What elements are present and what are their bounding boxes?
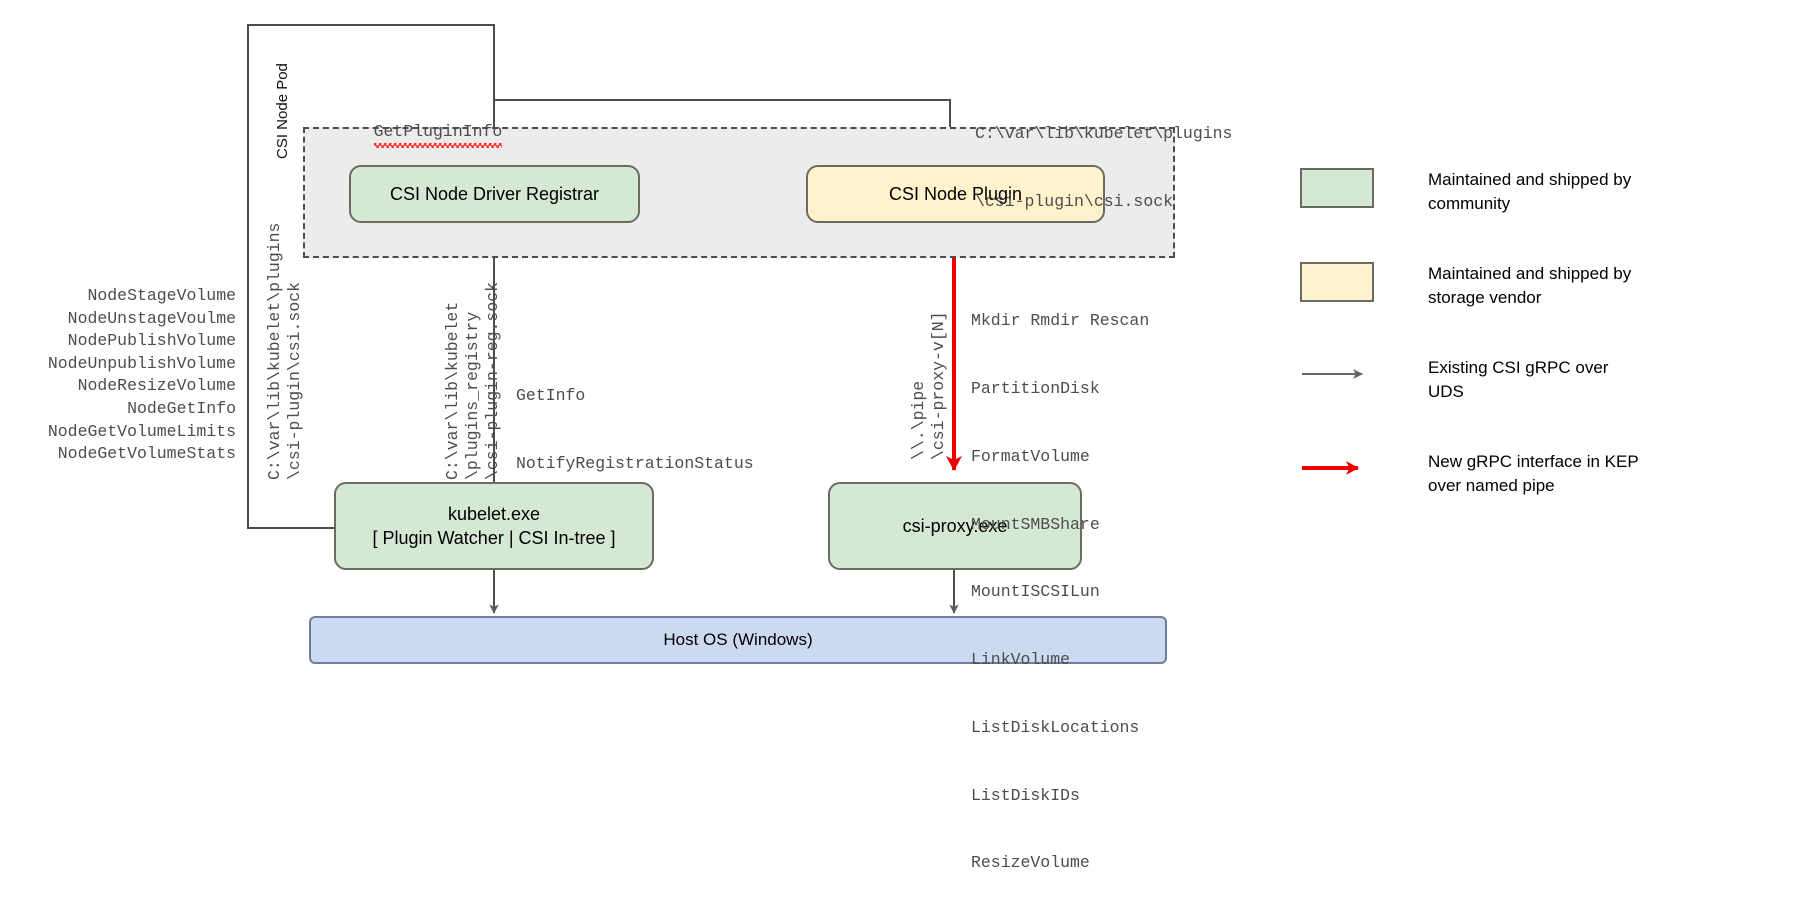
csi-sock-path-line1: C:\var\lib\kubelet\plugins bbox=[975, 124, 1233, 144]
legend-item-existing-grpc: Existing CSI gRPC over UDS bbox=[1300, 356, 1648, 403]
node-box-csi-proxy-exe[interactable]: csi-proxy.exe bbox=[828, 482, 1082, 570]
kubelet-exe-label: kubelet.exe bbox=[447, 503, 541, 524]
node-rpc-item: NodePublishVolume bbox=[67, 331, 236, 351]
csi-sock-path-annotation: C:\var\lib\kubelet\plugins \csi-plugin\c… bbox=[975, 78, 1232, 259]
legend-label-new-grpc: New gRPC interface in KEP over named pip… bbox=[1428, 452, 1639, 495]
gray-arrow-icon bbox=[1300, 356, 1374, 396]
legend-label-existing-grpc: Existing CSI gRPC over UDS bbox=[1428, 358, 1609, 401]
csi-proxy-rpc-item: PartitionDisk bbox=[971, 378, 1100, 398]
red-arrow-icon bbox=[1300, 450, 1374, 490]
node-rpc-item: NodeStageVolume bbox=[87, 286, 236, 305]
reg-sock-vertical-line1: C:\var\lib\kubelet bbox=[443, 301, 462, 480]
legend-item-new-grpc: New gRPC interface in KEP over named pip… bbox=[1300, 450, 1648, 497]
registration-rpc-list: GetInfo NotifyRegistrationStatus bbox=[516, 340, 754, 521]
node-box-kubelet-exe[interactable]: kubelet.exe [ Plugin Watcher | CSI In-tr… bbox=[334, 482, 654, 570]
csi-proxy-rpc-item: Mkdir Rmdir Rescan bbox=[971, 311, 1150, 331]
reg-sock-vertical-line3: \csi-plugin-reg.sock bbox=[483, 281, 502, 480]
registration-rpc-item: GetInfo bbox=[516, 386, 586, 406]
node-rpc-item: NodeGetVolumeLimits bbox=[47, 421, 236, 441]
csi-proxy-rpc-item: ResizeVolume bbox=[971, 853, 1090, 873]
node-rpc-item: NodeGetVolumeStats bbox=[57, 444, 236, 464]
legend-swatch-community-icon bbox=[1300, 168, 1374, 208]
csi-proxy-rpc-list: Mkdir Rmdir Rescan PartitionDisk FormatV… bbox=[971, 265, 1149, 920]
legend-label-community: Maintained and shipped by community bbox=[1428, 170, 1632, 213]
node-box-host-os[interactable]: Host OS (Windows) bbox=[309, 616, 1167, 664]
named-pipe-vertical-line1: \\.\pipe bbox=[909, 380, 928, 460]
csi-proxy-rpc-item: LinkVolume bbox=[971, 650, 1071, 670]
csi-node-driver-registrar-label: CSI Node Driver Registrar bbox=[389, 183, 600, 204]
reg-sock-vertical-line2: \plugins_registry bbox=[463, 311, 482, 480]
diagram-canvas: CSI Node Pod CSI Node Driver Registrar C… bbox=[0, 24, 1648, 872]
node-rpc-item: NodeResizeVolume bbox=[77, 376, 236, 396]
node-rpc-item: NodeGetInfo bbox=[127, 398, 236, 418]
csi-sock-vertical-line1: C:\var\lib\kubelet\plugins bbox=[265, 222, 284, 480]
csi-proxy-rpc-item: MountSMBShare bbox=[971, 514, 1100, 534]
host-os-label: Host OS (Windows) bbox=[663, 629, 813, 649]
node-rpc-list: NodeStageVolume NodeUnstageVoulme NodePu… bbox=[0, 285, 236, 466]
csi-proxy-rpc-item: ListDiskIDs bbox=[971, 785, 1080, 805]
csi-node-plugin-label: CSI Node Plugin bbox=[888, 183, 1023, 204]
csi-sock-vertical-line2: \csi-plugin\csi.sock bbox=[285, 281, 304, 480]
get-plugin-info-text: GetPluginInfo bbox=[373, 121, 502, 148]
registration-rpc-item: NotifyRegistrationStatus bbox=[516, 453, 754, 473]
legend-item-community: Maintained and shipped by community bbox=[1300, 168, 1648, 215]
csi-proxy-rpc-item: FormatVolume bbox=[971, 446, 1090, 466]
legend-swatch-vendor-icon bbox=[1300, 262, 1374, 302]
csi-proxy-rpc-item: ListDiskLocations bbox=[971, 717, 1140, 737]
node-box-csi-node-driver-registrar[interactable]: CSI Node Driver Registrar bbox=[349, 165, 640, 223]
named-pipe-vertical-line2: \csi-proxy-v[N] bbox=[929, 311, 948, 460]
csi-proxy-rpc-item: MountISCSILun bbox=[971, 582, 1100, 602]
node-rpc-item: NodeUnstageVoulme bbox=[67, 308, 236, 328]
csi-proxy-exe-label: csi-proxy.exe bbox=[902, 515, 1008, 536]
csi-sock-path-line2: \csi-plugin\csi.sock bbox=[975, 191, 1174, 211]
legend-label-vendor: Maintained and shipped by storage vendor bbox=[1428, 264, 1632, 307]
get-plugin-info-annotation: GetPluginInfo bbox=[334, 98, 502, 166]
node-box-csi-node-plugin[interactable]: CSI Node Plugin bbox=[806, 165, 1105, 223]
csi-node-pod-label: CSI Node Pod bbox=[274, 63, 291, 159]
legend-item-vendor: Maintained and shipped by storage vendor bbox=[1300, 262, 1648, 309]
node-rpc-item: NodeUnpublishVolume bbox=[47, 353, 236, 373]
kubelet-exe-sublabel: [ Plugin Watcher | CSI In-tree ] bbox=[372, 528, 616, 548]
